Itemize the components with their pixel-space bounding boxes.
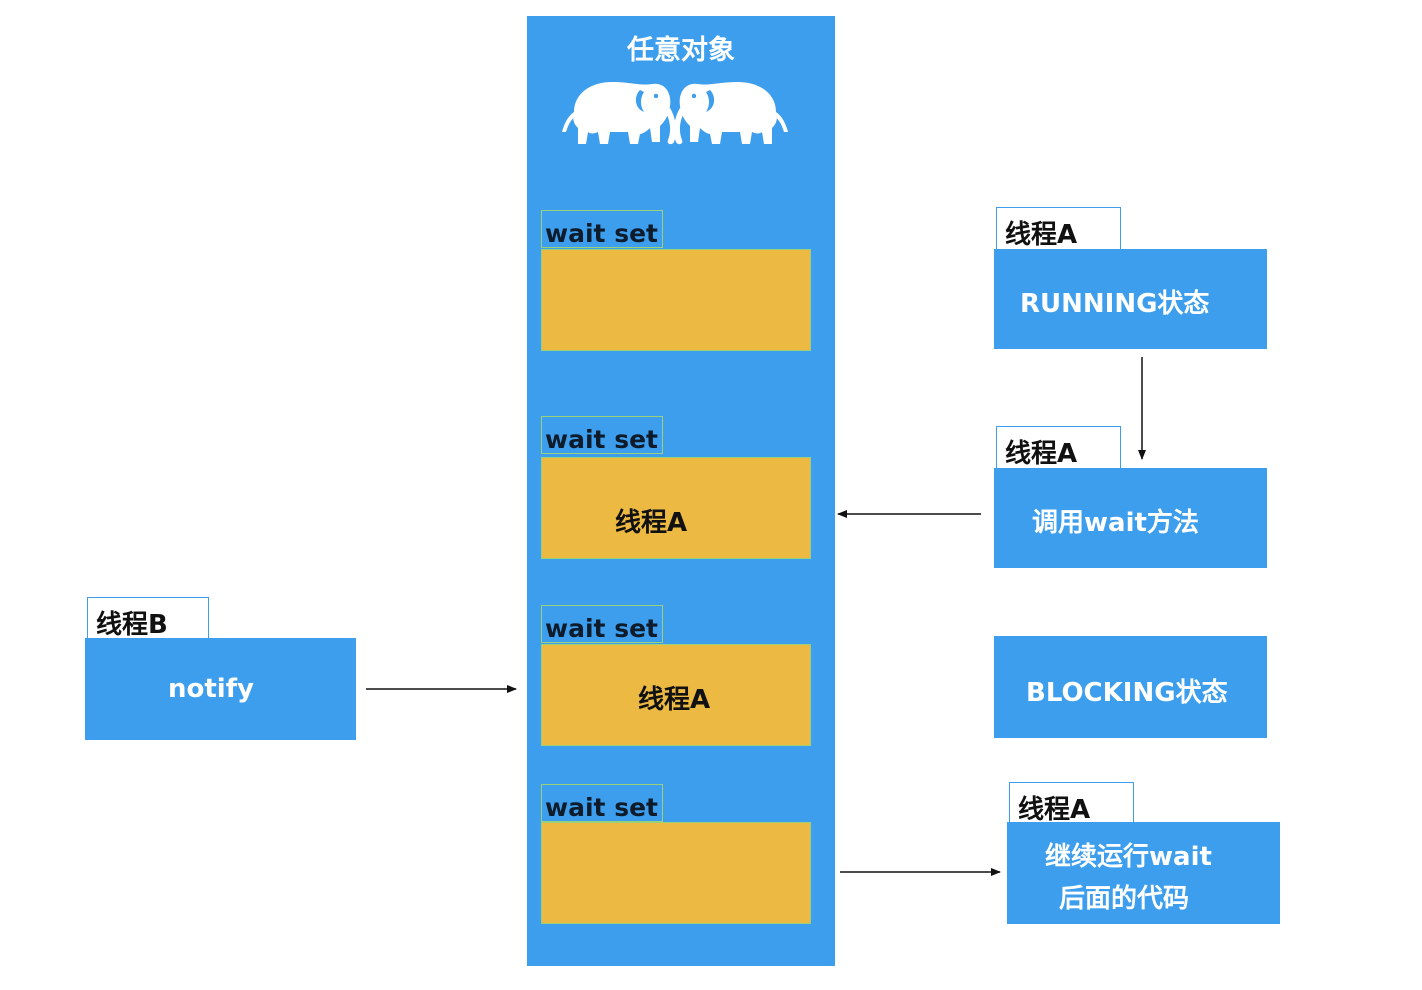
wait-set-content: 线程A — [615, 508, 688, 538]
wait-set-box — [541, 249, 811, 351]
wait-set-label: wait set — [545, 793, 658, 822]
wait-set-label: wait set — [545, 614, 658, 643]
elephants-icon — [562, 82, 788, 145]
call-wait-label: 调用wait方法 — [1032, 508, 1199, 538]
thread-a-tab-label: 线程A — [1018, 795, 1091, 825]
wait-set-tab: wait set — [541, 605, 663, 643]
blocking-state-label: BLOCKING状态 — [1026, 678, 1228, 708]
continue-label-line1: 继续运行wait — [1045, 842, 1212, 872]
wait-set-box: 线程A — [541, 644, 811, 746]
notify-box: notify — [85, 638, 356, 740]
wait-set-tab: wait set — [541, 210, 663, 248]
blocking-state-box: BLOCKING状态 — [994, 636, 1267, 738]
object-title: 任意对象 — [627, 35, 735, 66]
wait-set-label: wait set — [545, 425, 658, 454]
continue-label-line2: 后面的代码 — [1059, 884, 1190, 914]
running-state-label: RUNNING状态 — [1020, 289, 1210, 319]
running-state-box: RUNNING状态 — [994, 249, 1267, 349]
thread-b-tab: 线程B — [87, 597, 209, 640]
wait-set-tab: wait set — [541, 416, 663, 454]
thread-a-tab-label: 线程A — [1005, 220, 1078, 250]
notify-label: notify — [168, 674, 254, 704]
thread-a-tab: 线程A — [996, 426, 1121, 469]
thread-a-tab: 线程A — [996, 207, 1121, 250]
wait-set-box — [541, 822, 811, 924]
thread-a-tab: 线程A — [1009, 782, 1134, 825]
wait-set-tab: wait set — [541, 784, 663, 822]
thread-a-tab-label: 线程A — [1005, 439, 1078, 469]
wait-set-label: wait set — [545, 219, 658, 248]
thread-b-tab-label: 线程B — [96, 610, 168, 640]
call-wait-box: 调用wait方法 — [994, 468, 1267, 568]
continue-box: 继续运行wait 后面的代码 — [1007, 822, 1280, 924]
wait-set-content: 线程A — [638, 685, 711, 715]
wait-set-box: 线程A — [541, 457, 811, 559]
